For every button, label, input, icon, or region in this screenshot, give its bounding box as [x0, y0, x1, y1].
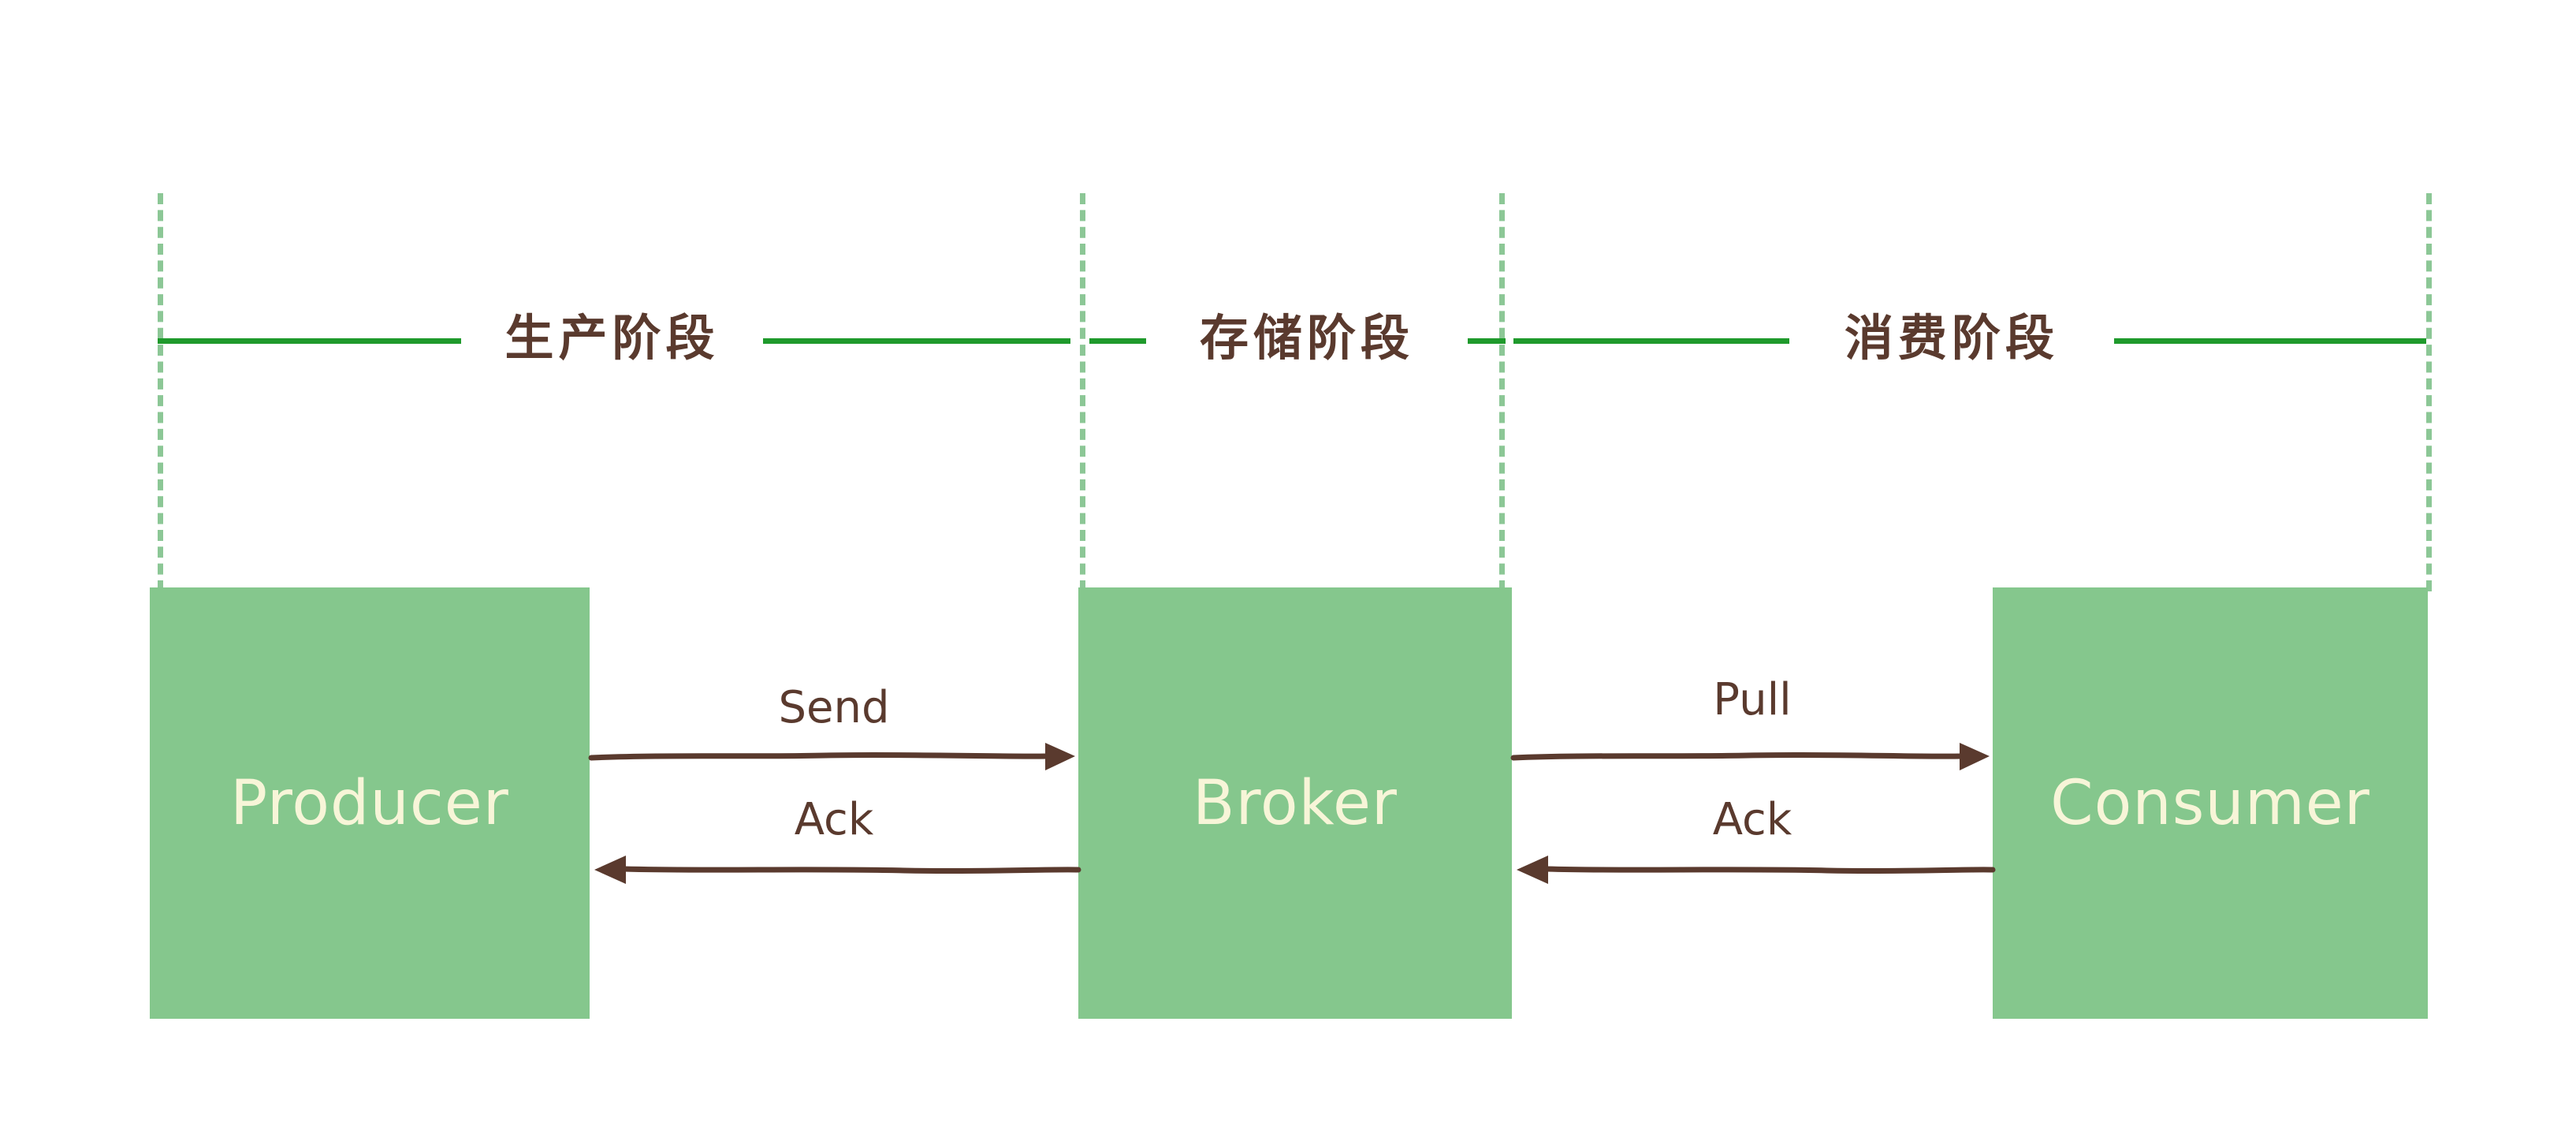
- edge-label-pull: Pull: [1713, 674, 1792, 725]
- edge-label-send: Send: [778, 682, 890, 733]
- node-producer[interactable]: Producer: [150, 587, 590, 1019]
- phase-rule-segment-6: [2114, 338, 2426, 344]
- phase-label-consumption: 消费阶段: [1844, 309, 2059, 367]
- phase-rule-segment-5: [1513, 338, 1789, 344]
- arrow-pull-broker-to-consumer: [1510, 733, 1994, 781]
- edge-label-ack-broker-to-producer: Ack: [794, 794, 874, 845]
- lifeline-producer-left: [158, 193, 163, 591]
- arrow-ack-broker-to-producer: [590, 845, 1081, 893]
- phase-rule-segment-3: [1089, 338, 1146, 344]
- phase-label-storage: 存储阶段: [1199, 309, 1414, 367]
- phase-rule-segment-4: [1468, 338, 1506, 344]
- node-broker[interactable]: Broker: [1078, 587, 1512, 1019]
- lifeline-broker-left: [1080, 193, 1085, 591]
- arrow-send-producer-to-broker: [588, 733, 1080, 781]
- node-producer-label: Producer: [230, 767, 509, 839]
- edge-label-ack-consumer-to-broker: Ack: [1712, 794, 1792, 845]
- node-consumer[interactable]: Consumer: [1993, 587, 2428, 1019]
- arrow-ack-consumer-to-broker: [1512, 845, 1996, 893]
- lifeline-broker-right: [1499, 193, 1505, 591]
- node-consumer-label: Consumer: [2050, 767, 2370, 839]
- phase-label-production: 生产阶段: [504, 309, 720, 367]
- phase-rule-segment-2: [763, 338, 1070, 344]
- phase-rule-segment-1: [158, 338, 461, 344]
- node-broker-label: Broker: [1192, 767, 1398, 839]
- lifeline-consumer-right: [2426, 193, 2432, 591]
